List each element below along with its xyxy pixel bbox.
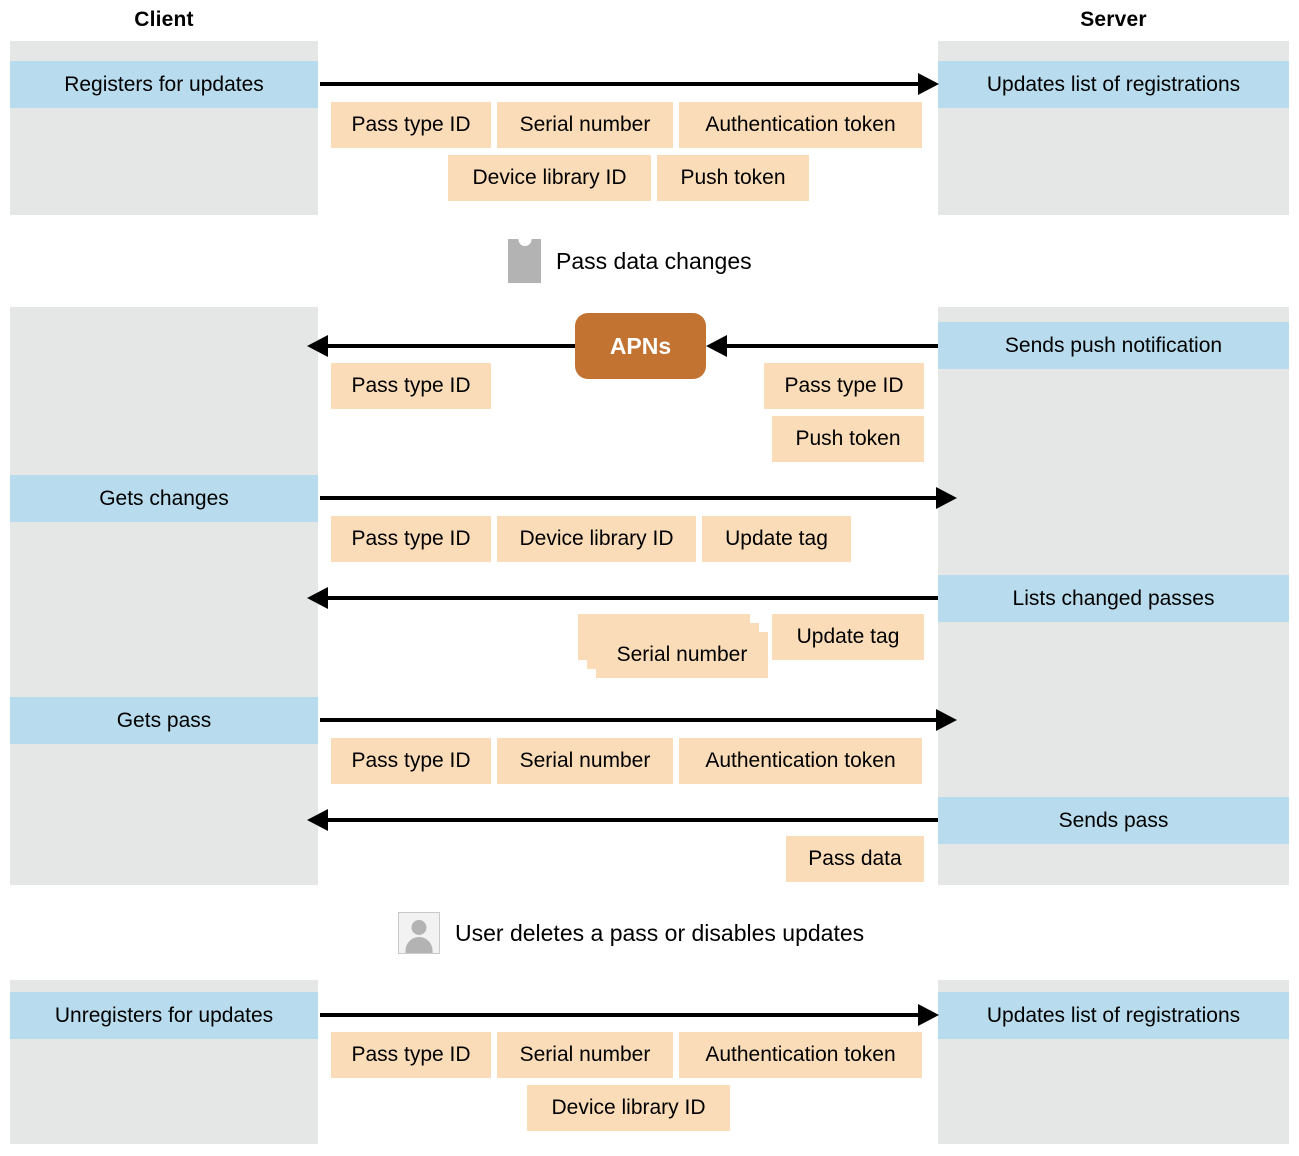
user-icon [398,912,440,954]
user-icon-head [411,920,427,935]
gets-pass-arrow-line [320,718,937,722]
registration-arrow-head-icon [918,73,939,95]
sends-pass-band: Sends pass [938,797,1289,844]
lists-changed-passes-band: Lists changed passes [938,575,1289,622]
chip-authentication-token: Authentication token [679,102,922,148]
chip-pass-data: Pass data [786,836,924,882]
apns-to-client-arrow-head-icon [307,335,328,357]
registration-server-band: Updates list of registrations [938,61,1289,108]
chip-push-token: Push token [657,155,809,201]
server-to-apns-arrow-head-icon [706,335,727,357]
event-user-deletes-pass-label: User deletes a pass or disables updates [455,919,865,946]
chip-getchanges-device-library-id: Device library ID [497,516,696,562]
chip-stack-serial-number: Serial number [578,614,768,678]
sends-pass-arrow-head-icon [307,809,328,831]
lists-changed-passes-arrow-head-icon [307,587,328,609]
gets-changes-arrow-head-icon [936,487,957,509]
chip-getpass-serial-number: Serial number [497,738,673,784]
chip-device-library-id: Device library ID [448,155,651,201]
user-icon-body [405,937,433,953]
chip-listchanged-update-tag: Update tag [772,614,924,660]
client-lane-title: Client [134,8,194,31]
unregistration-server-band: Updates list of registrations [938,992,1289,1039]
server-to-apns-arrow-line [727,344,938,348]
chip-client-pass-type-id: Pass type ID [331,363,491,409]
chip-unreg-pass-type-id: Pass type ID [331,1032,491,1078]
chip-pass-type-id: Pass type ID [331,102,491,148]
apns-to-client-arrow-line [328,344,576,348]
chip-getpass-pass-type-id: Pass type ID [331,738,491,784]
chip-server-pass-type-id: Pass type ID [764,363,924,409]
apns-node: APNs [575,313,706,379]
unregistration-arrow-head-icon [918,1004,939,1026]
chip-getpass-authentication-token: Authentication token [679,738,922,784]
gets-changes-band: Gets changes [10,475,318,522]
chip-unreg-serial-number: Serial number [497,1032,673,1078]
unregistration-arrow-line [320,1013,920,1017]
event-pass-data-changes: Pass data changes [508,239,752,283]
chip-unreg-authentication-token: Authentication token [679,1032,922,1078]
event-user-deletes-pass: User deletes a pass or disables updates [398,912,864,954]
chip-stack-front-sheet: Serial number [596,632,768,678]
chip-getchanges-update-tag: Update tag [702,516,851,562]
chip-getchanges-pass-type-id: Pass type ID [331,516,491,562]
event-pass-data-changes-label: Pass data changes [556,247,752,274]
server-lane-title: Server [1080,8,1147,31]
chip-serial-number: Serial number [497,102,673,148]
sends-pass-arrow-line [328,818,938,822]
sends-push-notification-band: Sends push notification [938,322,1289,369]
gets-pass-band: Gets pass [10,697,318,744]
chip-server-push-token: Push token [772,416,924,462]
update-client-lane [10,307,318,885]
gets-pass-arrow-head-icon [936,709,957,731]
registration-arrow-line [320,82,920,86]
registration-client-band: Registers for updates [10,61,318,108]
unregistration-client-band: Unregisters for updates [10,992,318,1039]
pass-icon [508,239,541,283]
lists-changed-passes-arrow-line [328,596,938,600]
gets-changes-arrow-line [320,496,937,500]
chip-unreg-device-library-id: Device library ID [527,1085,730,1131]
